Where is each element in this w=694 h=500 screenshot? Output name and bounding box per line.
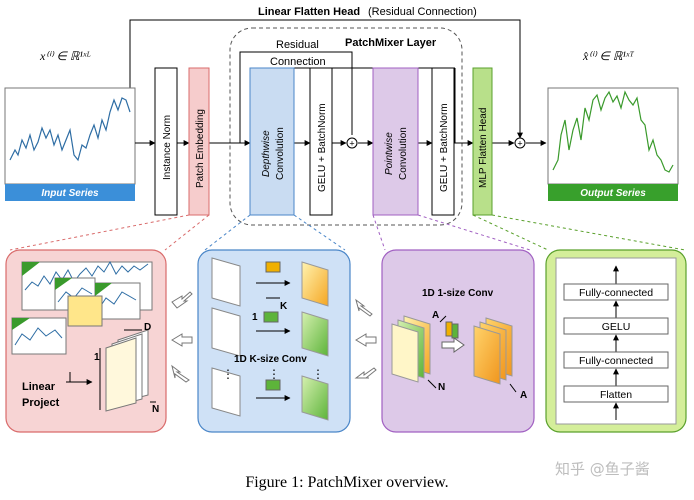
gelu-batchnorm-label-1: GELU + BatchNorm	[317, 103, 328, 192]
one-size-conv-label: 1D 1-size Conv	[422, 288, 494, 299]
panel-arrows-2	[354, 298, 377, 379]
dim-n-label: N	[152, 404, 159, 415]
patchmixer-layer-title: PatchMixer Layer	[345, 37, 437, 49]
residual-add-2	[514, 137, 526, 149]
depthwise-illustration	[211, 257, 329, 421]
dim-a-label-1: A	[432, 310, 439, 321]
output-math: x̂⁽ⁱ⁾ ∈ ℝ¹ˣᵀ	[582, 49, 634, 63]
head-stack-label: GELU	[602, 321, 631, 333]
linear-flatten-head-loop	[129, 19, 523, 139]
dots-2: ⋮	[268, 367, 280, 381]
instance-norm-block	[154, 67, 178, 216]
dim-d-label: D	[144, 322, 151, 333]
input-series-plot	[4, 87, 136, 201]
output-series-plot	[547, 87, 679, 201]
pointwise-illustration	[391, 315, 517, 393]
residual-loop-1	[239, 51, 353, 143]
project-label: Project	[22, 397, 60, 409]
pointwise-label: Pointwise	[384, 132, 395, 175]
mlp-flatten-head-block	[472, 67, 493, 216]
mlp-head-stack: Fully-connectedGELUFully-connectedFlatte…	[563, 265, 669, 420]
connection-label: Connection	[270, 56, 326, 68]
head-stack-box	[563, 351, 669, 369]
residual-label: Residual	[276, 39, 319, 51]
plus-symbol-2: +	[517, 139, 522, 149]
depthwise-conv-block	[249, 67, 295, 216]
input-series-label: Input Series	[41, 188, 99, 199]
k-size-conv-label: 1D K-size Conv	[234, 354, 307, 365]
figure-caption: Figure 1: PatchMixer overview.	[245, 474, 449, 491]
linear-label: Linear	[22, 381, 56, 393]
head-stack-label: Flatten	[600, 389, 632, 401]
panel-arrows-1	[171, 291, 193, 383]
depthwise-convolution-label: Convolution	[275, 127, 286, 180]
dots-3: ⋮	[312, 367, 324, 381]
head-stack-box	[563, 317, 669, 335]
input-math: x⁽ⁱ⁾ ∈ ℝ¹ˣᴸ	[39, 49, 91, 63]
gelu-batchnorm-label-2: GELU + BatchNorm	[439, 103, 450, 192]
patchmixer-layer-box	[229, 27, 463, 226]
depthwise-dim-1: 1	[252, 312, 258, 323]
head-stack-label: Fully-connected	[579, 355, 653, 367]
zoom-lines	[9, 214, 686, 251]
patch-embedding-block	[188, 67, 210, 216]
mlp-flatten-head-label: MLP Flatten Head	[478, 108, 489, 188]
dim-1-label: 1	[94, 352, 100, 363]
dots-1: ⋮	[222, 367, 234, 381]
output-series-label: Output Series	[580, 188, 646, 199]
dim-a-label-2: A	[520, 390, 527, 401]
head-stack-box	[563, 385, 669, 403]
patch-illustration	[11, 260, 156, 412]
dim-k-label: K	[280, 301, 288, 312]
pointwise-convolution-label: Convolution	[398, 127, 409, 180]
instance-norm-label: Instance Norm	[162, 115, 173, 180]
plus-symbol-1: +	[349, 139, 354, 149]
gelu-batchnorm-block-1	[309, 67, 333, 216]
head-stack-label: Fully-connected	[579, 287, 653, 299]
residual-connection-note: (Residual Connection)	[368, 6, 477, 18]
main-flow	[135, 68, 547, 146]
watermark: 知乎 @鱼子酱	[555, 460, 650, 478]
pointwise-conv-block	[372, 67, 419, 216]
residual-add-1	[346, 137, 358, 149]
pointwise-dim-n: N	[438, 382, 445, 393]
linear-flatten-head-title: Linear Flatten Head	[258, 6, 360, 18]
gelu-batchnorm-block-2	[431, 67, 455, 216]
patch-embedding-label: Patch Embedding	[195, 109, 206, 188]
depthwise-label: Depthwise	[261, 130, 272, 177]
head-stack-box	[563, 283, 669, 301]
